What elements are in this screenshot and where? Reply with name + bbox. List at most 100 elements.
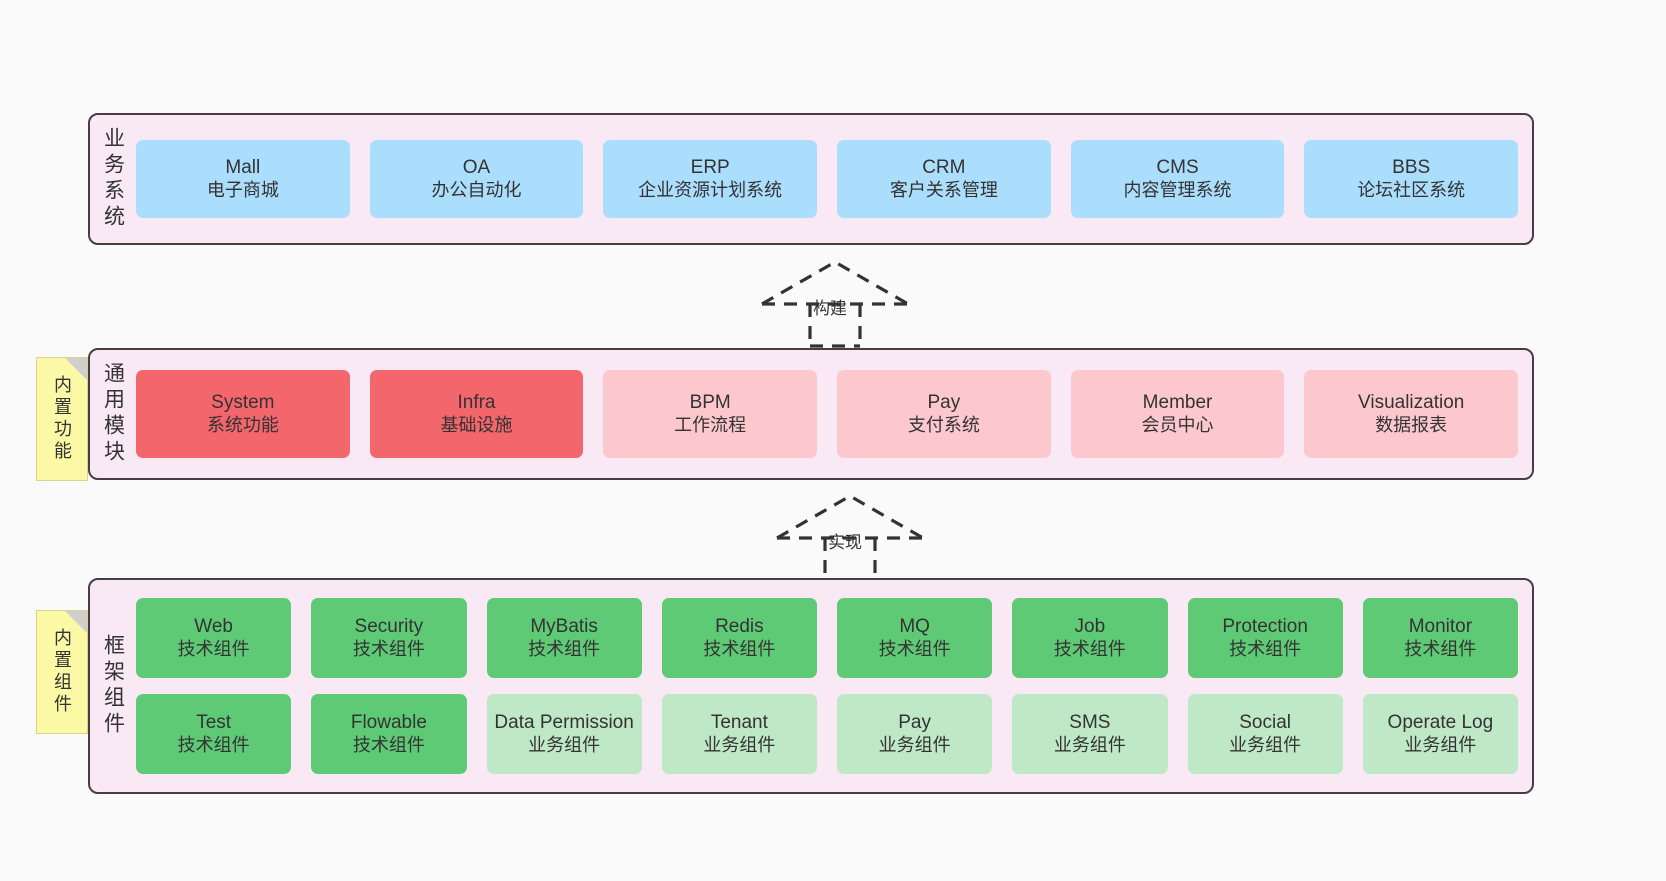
node-title: Operate Log bbox=[1387, 712, 1494, 734]
node-subtitle: 电子商城 bbox=[206, 179, 279, 200]
node-subtitle: 系统功能 bbox=[206, 414, 279, 435]
node-title: Protection bbox=[1222, 616, 1308, 638]
node-subtitle: 基础设施 bbox=[440, 414, 513, 435]
node-subtitle: 技术组件 bbox=[1053, 638, 1126, 659]
node-subtitle: 企业资源计划系统 bbox=[638, 179, 783, 200]
node-title: Test bbox=[196, 712, 232, 734]
node-title: System bbox=[211, 392, 275, 414]
node-subtitle: 技术组件 bbox=[878, 638, 951, 659]
sticky-note-builtin-function: 内置功能 bbox=[36, 357, 88, 481]
node-subtitle: 技术组件 bbox=[177, 638, 250, 659]
sticky-note-builtin-component: 内置组件 bbox=[36, 610, 88, 734]
node-title: Social bbox=[1239, 712, 1291, 734]
node-title: MyBatis bbox=[530, 616, 598, 638]
sticky-fold-corner bbox=[65, 358, 87, 380]
node-title: Redis bbox=[715, 616, 764, 638]
node-subtitle: 技术组件 bbox=[703, 638, 776, 659]
node-subtitle: 业务组件 bbox=[1404, 734, 1477, 755]
connector-build-label: 构建 bbox=[813, 299, 847, 318]
node-title: Tenant bbox=[710, 712, 768, 734]
connector-implement-label: 实现 bbox=[828, 533, 862, 552]
node-title: Member bbox=[1142, 392, 1213, 414]
node-title: Mall bbox=[225, 157, 261, 179]
connector-implement: 实现 bbox=[765, 490, 935, 582]
implement-arrow-svg bbox=[776, 494, 924, 582]
node-title: SMS bbox=[1069, 712, 1111, 734]
node-title: Pay bbox=[898, 712, 931, 734]
node-subtitle: 业务组件 bbox=[528, 734, 601, 755]
node-subtitle: 技术组件 bbox=[352, 638, 425, 659]
node-subtitle: 工作流程 bbox=[674, 414, 747, 435]
node-subtitle: 业务组件 bbox=[878, 734, 951, 755]
node-subtitle: 业务组件 bbox=[1229, 734, 1302, 755]
node-title: ERP bbox=[690, 157, 730, 179]
node-title: Pay bbox=[927, 392, 961, 414]
node-subtitle: 支付系统 bbox=[907, 414, 980, 435]
layer-title-framework-component: 框架组件 bbox=[101, 634, 125, 738]
node-title: Data Permission bbox=[494, 712, 634, 734]
sticky-fold-corner bbox=[65, 611, 87, 633]
node-title: Job bbox=[1074, 616, 1106, 638]
node-title: Visualization bbox=[1358, 392, 1465, 414]
node-title: Flowable bbox=[350, 712, 427, 734]
connector-build: 构建 bbox=[750, 256, 920, 348]
sticky-note-builtin-function-label: 内置功能 bbox=[52, 375, 72, 463]
node-subtitle: 技术组件 bbox=[1229, 638, 1302, 659]
node-title: CRM bbox=[922, 157, 966, 179]
sticky-note-builtin-component-label: 内置组件 bbox=[52, 628, 72, 716]
layer-title-business-system: 业务系统 bbox=[101, 127, 125, 231]
node-subtitle: 办公自动化 bbox=[431, 179, 522, 200]
node-title: OA bbox=[462, 157, 491, 179]
node-title: Security bbox=[354, 616, 424, 638]
build-arrow-svg bbox=[761, 260, 909, 348]
node-subtitle: 技术组件 bbox=[177, 734, 250, 755]
node-subtitle: 技术组件 bbox=[1404, 638, 1477, 659]
node-title: Web bbox=[194, 616, 233, 638]
node-title: MQ bbox=[899, 616, 930, 638]
node-title: Monitor bbox=[1408, 616, 1473, 638]
node-subtitle: 技术组件 bbox=[352, 734, 425, 755]
node-subtitle: 业务组件 bbox=[1053, 734, 1126, 755]
node-title: CMS bbox=[1156, 157, 1199, 179]
node-subtitle: 客户关系管理 bbox=[889, 179, 998, 200]
node-title: BBS bbox=[1392, 157, 1431, 179]
